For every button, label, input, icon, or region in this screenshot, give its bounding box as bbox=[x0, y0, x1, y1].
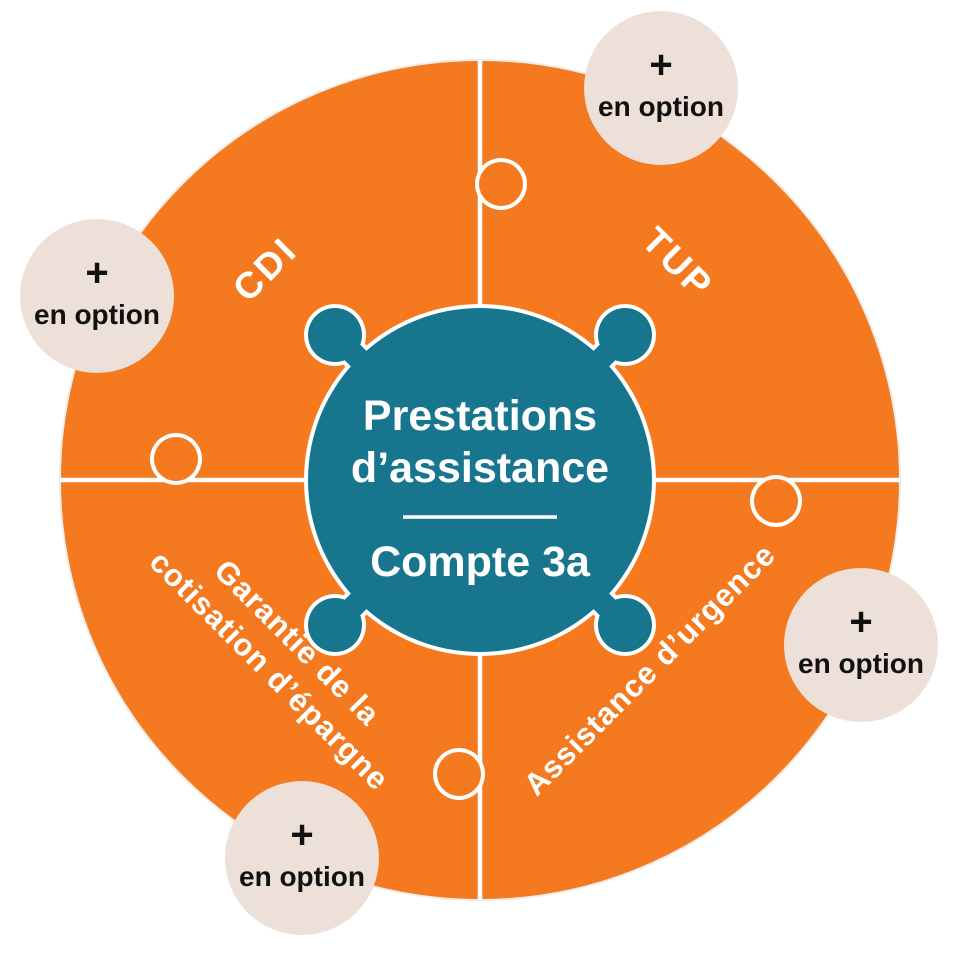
option-badge-circle bbox=[225, 781, 379, 935]
center-subtitle: Compte 3a bbox=[370, 538, 591, 586]
option-badge-circle bbox=[584, 11, 738, 165]
option-badge-plus: + bbox=[85, 251, 108, 295]
knob-fill bbox=[754, 479, 798, 523]
option-badge-plus: + bbox=[649, 43, 672, 87]
divider-knob-bottom bbox=[433, 748, 485, 800]
option-badge-label: en option bbox=[239, 861, 365, 892]
option-badge-top: + en option bbox=[584, 11, 738, 165]
option-badge-circle bbox=[20, 219, 174, 373]
option-badge-plus: + bbox=[290, 813, 313, 857]
knob-fill bbox=[437, 752, 481, 796]
option-badge-plus: + bbox=[849, 600, 872, 644]
option-badge-label: en option bbox=[598, 91, 724, 122]
center-title-line2: d’assistance bbox=[351, 444, 609, 492]
knob-fill bbox=[154, 437, 198, 481]
divider-knob-right bbox=[750, 475, 802, 527]
center-circle bbox=[308, 308, 652, 652]
center-puzzle bbox=[308, 308, 652, 652]
knob-fill bbox=[479, 162, 523, 206]
option-badge-left: + en option bbox=[20, 219, 174, 373]
option-badge-label: en option bbox=[798, 648, 924, 679]
center-title-line1: Prestations bbox=[363, 392, 597, 440]
divider-knob-left bbox=[150, 433, 202, 485]
option-badge-label: en option bbox=[34, 299, 160, 330]
divider-knob-top bbox=[475, 158, 527, 210]
option-badge-right: + en option bbox=[784, 568, 938, 722]
option-badge-circle bbox=[784, 568, 938, 722]
option-badge-bottom: + en option bbox=[225, 781, 379, 935]
